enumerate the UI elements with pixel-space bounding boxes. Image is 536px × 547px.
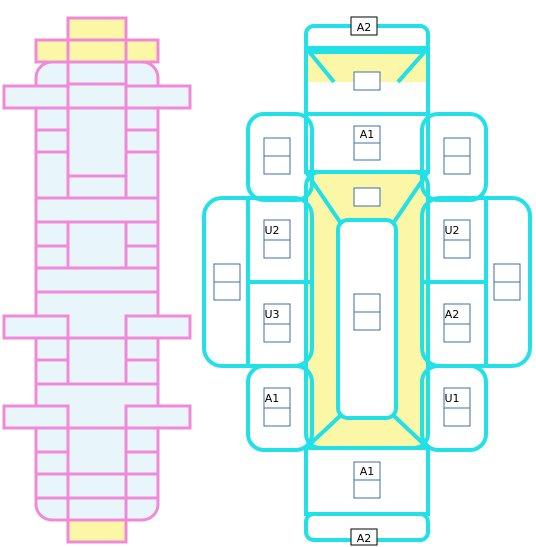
left-wing-lower [246, 364, 314, 452]
label-tab-top: A2 [350, 16, 378, 36]
pink-top-cell [66, 38, 128, 64]
pink-notch-2 [66, 220, 128, 270]
cell-left-u3 [263, 303, 291, 343]
cell-core-top [353, 187, 381, 207]
label-right-lower: U1 [444, 392, 459, 405]
svg-text:A2: A2 [357, 21, 372, 34]
cell-right-u1 [443, 387, 471, 427]
label-left-upper: U2 [264, 224, 279, 237]
pink-bottom-tab [66, 518, 128, 544]
pink-top-tab [66, 16, 128, 42]
label-right-middle: A2 [445, 308, 460, 321]
pink-notch-3 [66, 336, 128, 386]
cell-right-u2 [443, 219, 471, 259]
pink-arm-2-left [2, 314, 70, 340]
pink-notch-1 [66, 106, 128, 178]
pink-arm-2-right [124, 314, 192, 340]
cell-left-a1 [263, 387, 291, 427]
label-left-middle: U3 [264, 308, 279, 321]
top-yellow-trapezoid [306, 48, 428, 82]
pink-module [2, 16, 192, 544]
label-lower-center: A1 [360, 465, 375, 478]
svg-text:A2: A2 [357, 532, 372, 545]
right-wing-lower [420, 364, 488, 452]
label-left-lower: A1 [265, 392, 280, 405]
pink-arm-3-right [124, 404, 192, 430]
label-right-upper: U2 [444, 224, 459, 237]
label-tab-bottom: A2 [350, 528, 378, 546]
cell-top [353, 71, 381, 91]
pink-top-neck [66, 60, 128, 86]
cell-left-u2 [263, 219, 291, 259]
label-upper-center: A1 [360, 128, 375, 141]
pink-arm-1-left [2, 84, 70, 110]
pink-arm-3-left [2, 404, 70, 430]
cell-grid [213, 71, 521, 499]
pink-arm-1-right [124, 84, 192, 110]
pink-notch-4 [66, 426, 128, 476]
cell-right-a2 [443, 303, 471, 343]
cyan-module: A2 A2 A1 A1 U2 U3 A1 U2 A2 U1 [202, 16, 532, 546]
